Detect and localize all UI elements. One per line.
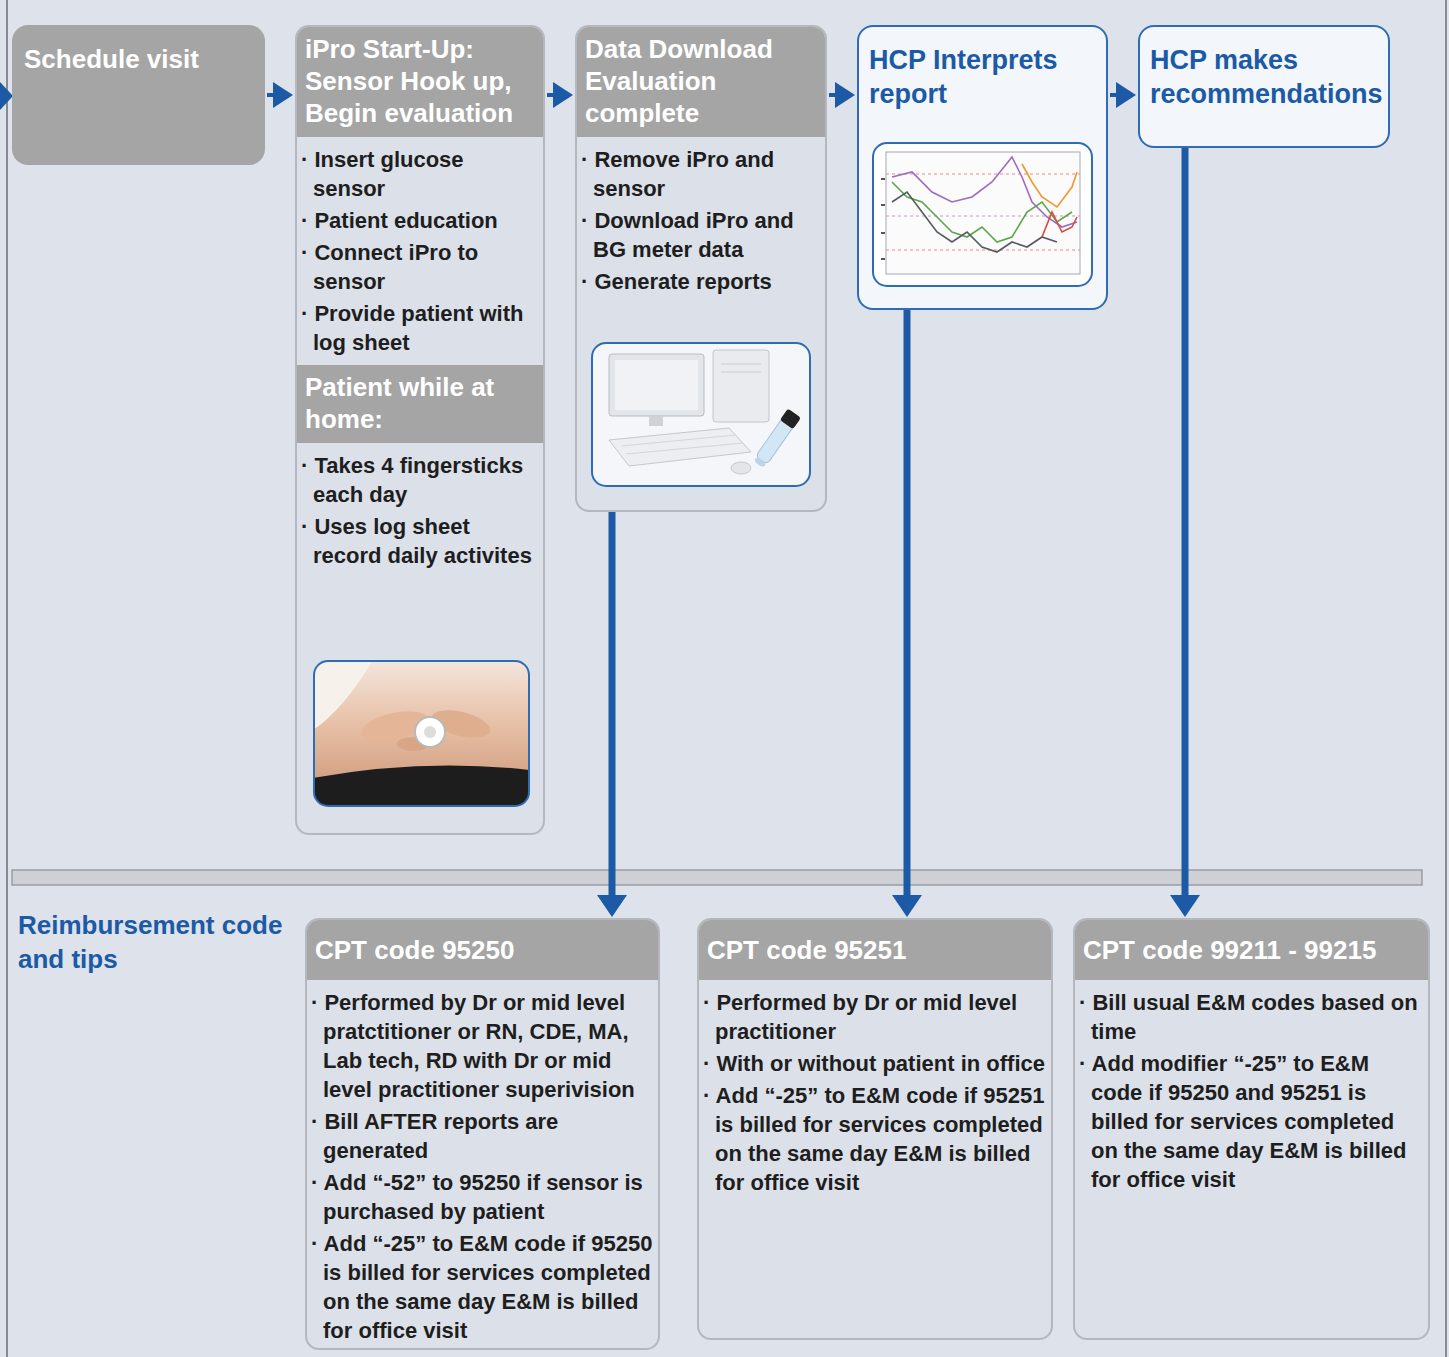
arrow-shaft	[904, 310, 911, 897]
step-box: HCP makes recommendations	[1138, 25, 1390, 148]
bullet-item: · Generate reports	[581, 267, 823, 296]
computer-picture	[591, 342, 811, 487]
bullet-item: · Add “-52” to 95250 if sensor is purcha…	[311, 1168, 656, 1226]
node-heading: Patient while at home:	[297, 365, 543, 443]
node-heading: CPT code 95250	[307, 920, 658, 980]
bullet-item: · Uses log sheet record daily activites	[301, 512, 541, 570]
step-box: HCP Interprets report	[857, 25, 1108, 310]
section-label: Reimbursement code and tips	[18, 908, 300, 976]
bullet-item: · Add “-25” to E&M code if 95251 is bill…	[703, 1081, 1049, 1197]
home-section: Patient while at home: · Takes 4 fingerst…	[297, 365, 543, 570]
flow-arrow	[547, 82, 573, 108]
bullet-item: · Download iPro and BG meter data	[581, 206, 823, 264]
bullet-item: · Insert glucose sensor	[301, 145, 541, 203]
arrow-shaft	[609, 512, 616, 897]
bullet-item: · Connect iPro to sensor	[301, 238, 541, 296]
code-box: CPT code 95251 · Performed by Dr or mid l…	[697, 918, 1053, 1340]
arrow-head	[892, 895, 922, 917]
node-heading: HCP Interprets report	[859, 27, 1106, 119]
bullet-item: · Takes 4 fingersticks each day	[301, 451, 541, 509]
flow-arrow	[829, 82, 855, 108]
bullet-item: · Performed by Dr or mid level practitio…	[703, 988, 1049, 1046]
arrow-head	[1116, 82, 1136, 108]
bullet-item: · Bill usual E&M codes based on time	[1079, 988, 1426, 1046]
sensor-photo	[313, 660, 530, 807]
bullet-item: · Performed by Dr or mid level pratctiti…	[311, 988, 656, 1104]
code-box: CPT code 99211 - 99215 · Bill usual E&M c…	[1073, 918, 1430, 1340]
arrow-head	[1170, 895, 1200, 917]
arrow-head	[553, 82, 573, 108]
bullet-item: · Provide patient with log sheet	[301, 299, 541, 357]
code-box: CPT code 95250 · Performed by Dr or mid l…	[305, 918, 660, 1350]
arrow-shaft	[1182, 148, 1189, 897]
flow-arrow	[892, 310, 922, 917]
frame-line	[1445, 0, 1447, 1357]
arrow-head	[597, 895, 627, 917]
bullet-item: · Patient education	[301, 206, 541, 235]
bullet-item: · Remove iPro and sensor	[581, 145, 823, 203]
bullet-item: · Add modifier “-25” to E&M code if 9525…	[1079, 1049, 1426, 1194]
node-heading: Data Download Evaluation complete	[577, 27, 825, 137]
node-heading: CPT code 99211 - 99215	[1075, 920, 1428, 980]
node-heading: HCP makes recommendations	[1140, 27, 1388, 119]
node-heading: CPT code 95251	[699, 920, 1051, 980]
arrow-head	[835, 82, 855, 108]
frame-line	[6, 0, 8, 1357]
start-box: Schedule visit	[12, 25, 265, 165]
step-column: iPro Start-Up: Sensor Hook up, Begin eva…	[295, 25, 545, 835]
arrow-head	[273, 82, 293, 108]
bullet-item: · Add “-25” to E&M code if 95250 is bill…	[311, 1229, 656, 1345]
glucose-chart	[872, 142, 1093, 287]
flow-arrow	[597, 512, 627, 917]
flow-arrow	[1170, 148, 1200, 917]
bullet-item: · With or without patient in office	[703, 1049, 1049, 1078]
bullet-item: · Bill AFTER reports are generated	[311, 1107, 656, 1165]
step-column: Data Download Evaluation complete · Remov…	[575, 25, 827, 512]
flow-arrow	[1110, 82, 1136, 108]
node-heading: Schedule visit	[12, 25, 265, 93]
separator-bar	[12, 870, 1422, 885]
node-heading: iPro Start-Up: Sensor Hook up, Begin eva…	[297, 27, 543, 137]
flow-arrow	[267, 82, 293, 108]
